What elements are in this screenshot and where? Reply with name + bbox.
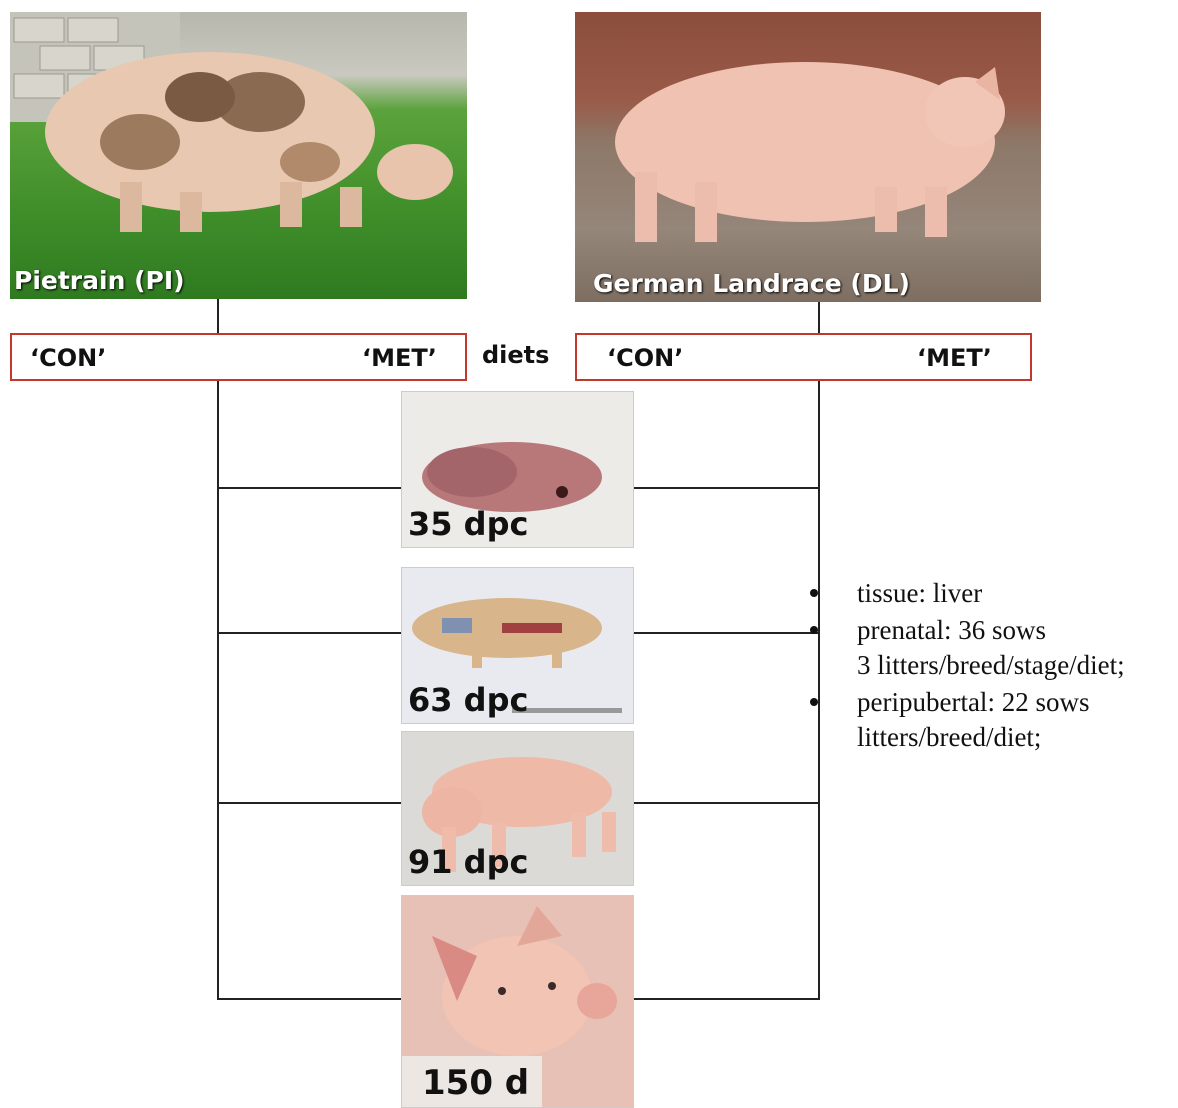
info-peripubertal-detail: litters/breed/diet; <box>857 720 1041 754</box>
stage-91-dpc: 91 dpc <box>401 731 634 886</box>
stage-63-dpc: 63 dpc <box>401 567 634 724</box>
german-landrace-pig-photo: German Landrace (DL) <box>575 12 1041 302</box>
pietrain-diet-box: ‘CON’ ‘MET’ <box>10 333 467 381</box>
stage-91-label: 91 dpc <box>408 843 528 881</box>
right-branch-91 <box>634 802 818 804</box>
left-tree-trunk <box>217 381 219 1000</box>
info-prenatal-detail: 3 litters/breed/stage/diet; <box>857 648 1125 682</box>
stage-35-dpc: 35 dpc <box>401 391 634 548</box>
pi-photo-connector <box>217 299 219 333</box>
german-landrace-pig-illustration <box>575 12 1041 302</box>
diets-label: diets <box>482 341 549 369</box>
bullet-icon <box>810 626 818 634</box>
dl-met-label: ‘MET’ <box>917 344 992 372</box>
dl-con-label: ‘CON’ <box>607 344 683 372</box>
bullet-icon <box>810 589 818 597</box>
stage-35-label: 35 dpc <box>408 505 528 543</box>
left-branch-35 <box>217 487 401 489</box>
pietrain-pig-illustration <box>10 12 467 299</box>
pi-met-label: ‘MET’ <box>362 344 437 372</box>
right-branch-150 <box>634 998 818 1000</box>
right-branch-63 <box>634 632 818 634</box>
info-prenatal: prenatal: 36 sows <box>857 613 1046 647</box>
dl-photo-connector <box>818 302 820 333</box>
german-landrace-caption: German Landrace (DL) <box>593 269 910 298</box>
info-tissue: tissue: liver <box>857 576 982 610</box>
left-branch-150 <box>217 998 401 1000</box>
german-landrace-diet-box: ‘CON’ ‘MET’ <box>575 333 1032 381</box>
left-branch-63 <box>217 632 401 634</box>
bullet-icon <box>810 698 818 706</box>
stage-150-label: 150 d <box>422 1063 529 1103</box>
right-branch-35 <box>634 487 818 489</box>
stage-150-d: 150 d <box>401 895 634 1108</box>
pietrain-pig-photo: Pietrain (PI) <box>10 12 467 299</box>
pi-con-label: ‘CON’ <box>30 344 106 372</box>
left-branch-91 <box>217 802 401 804</box>
right-tree-trunk <box>818 381 820 1000</box>
pietrain-caption: Pietrain (PI) <box>14 266 185 295</box>
info-peripubertal: peripubertal: 22 sows <box>857 685 1089 719</box>
stage-63-label: 63 dpc <box>408 681 528 719</box>
